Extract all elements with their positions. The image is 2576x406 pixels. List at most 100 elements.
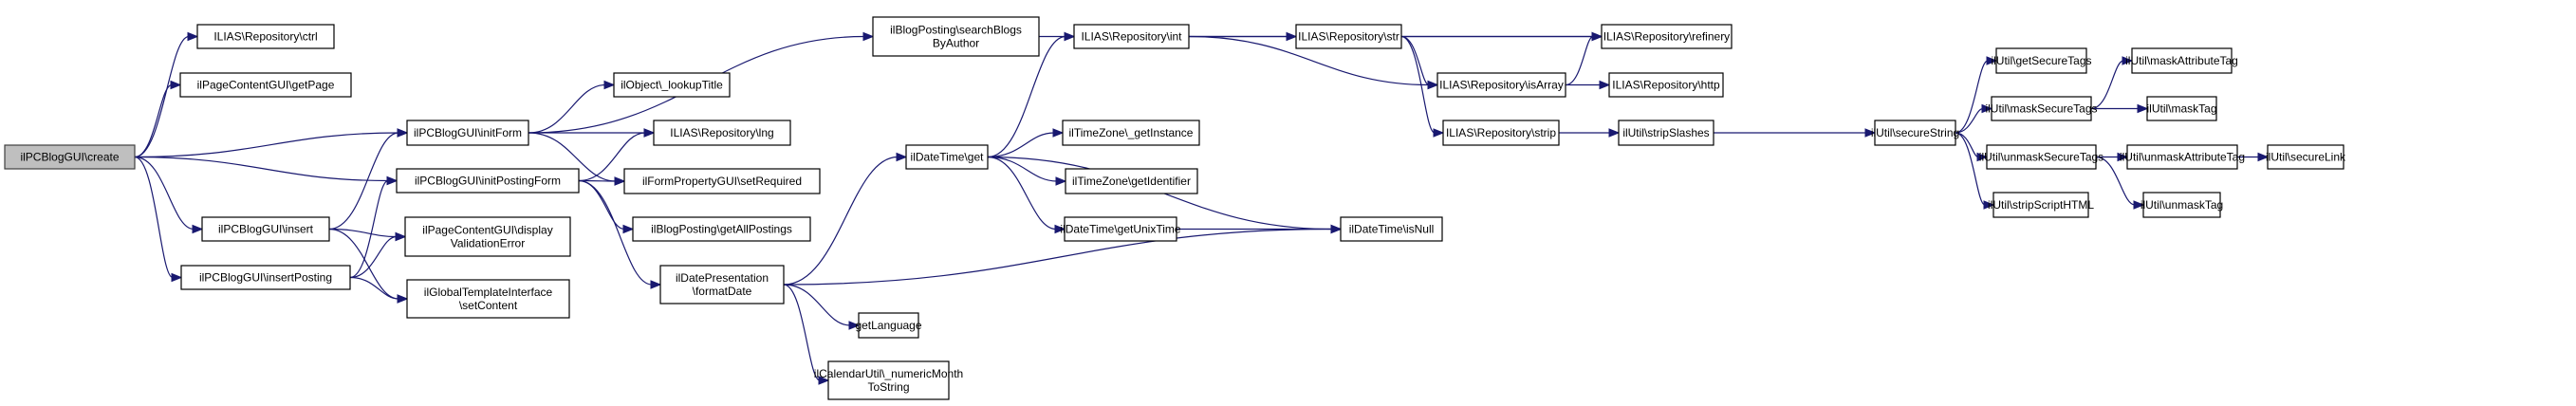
node-str[interactable]: ILIAS\Repository\str xyxy=(1295,24,1402,49)
node-get-page[interactable]: ilPageContentGUI\getPage xyxy=(179,72,352,98)
node-get-language[interactable]: getLanguage xyxy=(855,312,922,339)
arrowhead-icon xyxy=(1064,31,1076,42)
node-mask-secure-tags[interactable]: ilUtil\maskSecureTags xyxy=(1985,96,2098,121)
node-get-identifier[interactable]: ilTimeZone\getIdentifier xyxy=(1065,168,1198,194)
node-box[interactable] xyxy=(404,216,571,257)
node-box[interactable] xyxy=(1073,24,1190,49)
node-box[interactable] xyxy=(1065,168,1198,194)
node-strip-slashes[interactable]: ilUtil\stripSlashes xyxy=(1618,120,1714,146)
node-box[interactable] xyxy=(827,360,950,400)
node-box[interactable] xyxy=(1608,72,1724,98)
node-box[interactable] xyxy=(2146,96,2217,121)
node-label: ilUtil\unmaskTag xyxy=(2140,198,2223,212)
edge-strip-to-strip-slashes xyxy=(1559,128,1621,138)
node-box[interactable] xyxy=(406,120,529,146)
node-init-form[interactable]: ilPCBlogGUI\initForm xyxy=(406,120,529,146)
node-ctrl[interactable]: ILIAS\Repository\ctrl xyxy=(196,24,335,49)
node-box[interactable] xyxy=(2267,144,2344,170)
node-box[interactable] xyxy=(1992,192,2089,218)
node-box[interactable] xyxy=(623,168,821,194)
node-box[interactable] xyxy=(2126,144,2238,170)
edge-create-to-insert-posting xyxy=(134,156,183,283)
node-label: ilBlogPosting\searchBlogs xyxy=(890,23,1022,36)
node-box[interactable] xyxy=(1064,216,1177,242)
node-box[interactable] xyxy=(905,144,989,170)
node-label: \setContent xyxy=(459,299,518,312)
node-label: ilDateTime\isNull xyxy=(1349,222,1435,235)
node-dt-get[interactable]: ilDateTime\get xyxy=(905,144,989,170)
node-unmask-attribute-tag[interactable]: ilUtil\unmaskAttributeTag xyxy=(2120,144,2245,170)
node-box[interactable] xyxy=(1874,120,1956,146)
node-box[interactable] xyxy=(659,265,785,304)
node-format-date[interactable]: ilDatePresentation\formatDate xyxy=(659,265,785,304)
node-init-posting-form[interactable]: ilPCBlogGUI\initPostingForm xyxy=(396,168,580,194)
arrowhead-icon xyxy=(2137,103,2149,114)
edge-init-form-to-lookup-title xyxy=(528,80,616,134)
node-box[interactable] xyxy=(179,72,352,98)
node-set-required[interactable]: ilFormPropertyGUI\setRequired xyxy=(623,168,821,194)
node-box[interactable] xyxy=(2131,47,2233,74)
node-get-all-postings[interactable]: ilBlogPosting\getAllPostings xyxy=(632,216,811,242)
node-secure-string[interactable]: ilUtil\secureString xyxy=(1871,120,1959,146)
node-strip-script-html[interactable]: ilUtil\stripScriptHTML xyxy=(1988,192,2094,218)
node-box[interactable] xyxy=(4,144,136,170)
node-http[interactable]: ILIAS\Repository\http xyxy=(1608,72,1724,98)
edge-line xyxy=(783,156,899,286)
node-box[interactable] xyxy=(180,265,351,290)
node-box[interactable] xyxy=(613,72,731,98)
node-box[interactable] xyxy=(1991,96,2092,121)
node-box[interactable] xyxy=(1986,144,2097,170)
node-unmask-tag[interactable]: ilUtil\unmaskTag xyxy=(2140,192,2223,218)
edge-format-date-to-get-language xyxy=(783,284,861,330)
node-int[interactable]: ILIAS\Repository\int xyxy=(1073,24,1190,49)
node-box[interactable] xyxy=(1618,120,1714,146)
node-create[interactable]: ilPCBlogGUI\create xyxy=(4,144,136,170)
node-box[interactable] xyxy=(2142,192,2221,218)
node-lng[interactable]: ILIAS\Repository\lng xyxy=(653,120,791,146)
node-strip[interactable]: ILIAS\Repository\strip xyxy=(1442,120,1560,146)
node-get-unix-time[interactable]: ilDateTime\getUnixTime xyxy=(1060,216,1181,242)
node-box[interactable] xyxy=(632,216,811,242)
node-box[interactable] xyxy=(858,312,919,339)
edge-line xyxy=(349,179,389,279)
edge-line xyxy=(349,235,398,279)
node-box[interactable] xyxy=(406,279,570,319)
node-mask-tag[interactable]: ilUtil\maskTag xyxy=(2146,96,2217,121)
edge-unmask-secure-tags-to-unmask-tag xyxy=(2095,156,2145,210)
edge-dt-get-to-int xyxy=(987,31,1076,158)
node-box[interactable] xyxy=(653,120,791,146)
node-is-array[interactable]: ILIAS\Repository\isArray xyxy=(1436,72,1566,98)
arrowhead-icon xyxy=(170,80,182,90)
edge-line xyxy=(1955,107,1984,134)
node-box[interactable] xyxy=(196,24,335,49)
node-insert[interactable]: ilPCBlogGUI\insert xyxy=(201,216,330,242)
node-secure-link[interactable]: ilUtil\secureLink xyxy=(2266,144,2346,170)
node-box[interactable] xyxy=(201,216,330,242)
arrowhead-icon xyxy=(643,128,656,138)
node-set-content[interactable]: ilGlobalTemplateInterface\setContent xyxy=(406,279,570,319)
node-box[interactable] xyxy=(1295,24,1402,49)
node-unmask-secure-tags[interactable]: ilUtil\unmaskSecureTags xyxy=(1979,144,2103,170)
node-mask-attribute-tag[interactable]: ilUtil\maskAttributeTag xyxy=(2125,47,2238,74)
arrowhead-icon xyxy=(1976,152,1989,162)
node-get-instance[interactable]: ilTimeZone\_getInstance xyxy=(1062,120,1200,146)
node-box[interactable] xyxy=(1062,120,1200,146)
node-insert-posting[interactable]: ilPCBlogGUI\insertPosting xyxy=(180,265,351,290)
node-box[interactable] xyxy=(1442,120,1560,146)
arrowhead-icon xyxy=(896,152,908,162)
node-lookup-title[interactable]: ilObject\_lookupTitle xyxy=(613,72,731,98)
node-box[interactable] xyxy=(1340,216,1443,242)
node-is-null[interactable]: ilDateTime\isNull xyxy=(1340,216,1443,242)
node-box[interactable] xyxy=(396,168,580,194)
node-refinery[interactable]: ILIAS\Repository\refinery xyxy=(1601,24,1733,49)
edge-line xyxy=(783,228,1333,286)
node-box[interactable] xyxy=(1995,47,2087,74)
node-box[interactable] xyxy=(872,16,1040,57)
nodes-layer: ilPCBlogGUI\create ILIAS\Repository\ctrl i… xyxy=(4,16,2346,400)
node-get-secure-tags[interactable]: ilUtil\getSecureTags xyxy=(1991,47,2092,74)
node-box[interactable] xyxy=(1601,24,1733,49)
node-box[interactable] xyxy=(1436,72,1566,98)
